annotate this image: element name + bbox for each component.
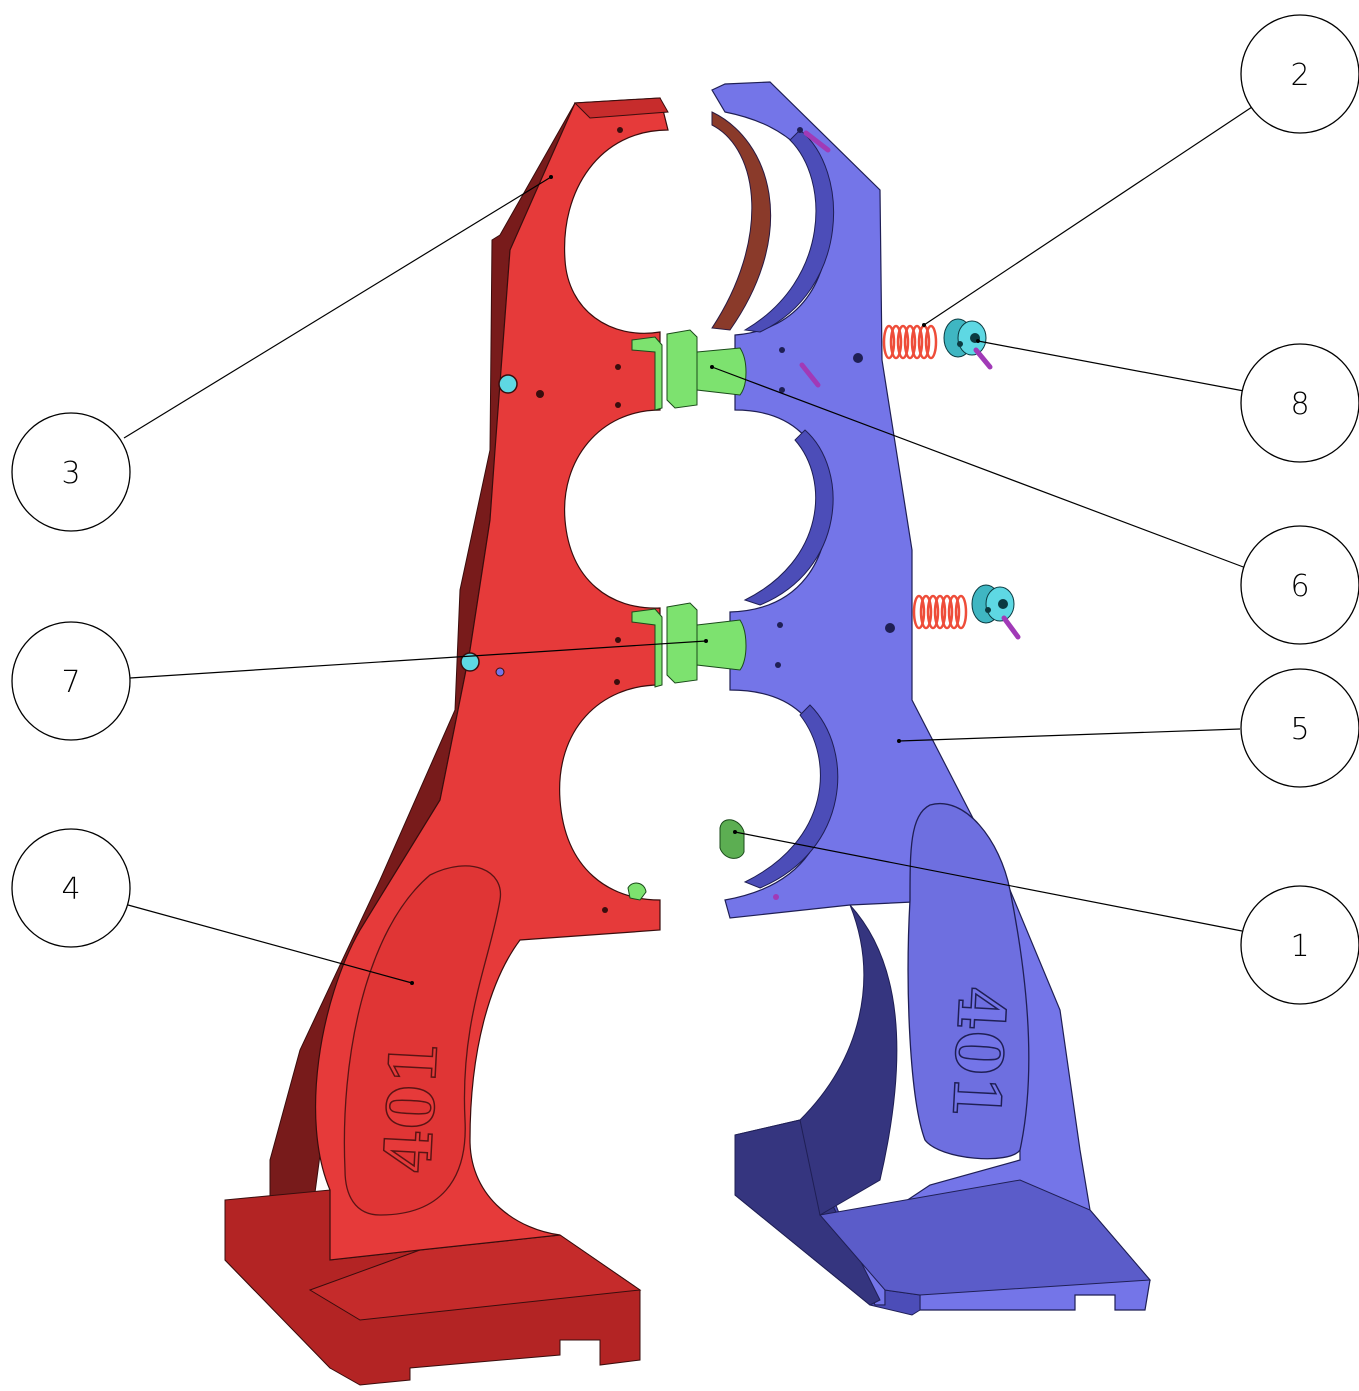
leader-6 (711, 366, 1247, 569)
green-shaft (696, 347, 747, 396)
leader-dots (410, 175, 980, 985)
balloon-2: 2 (1240, 14, 1359, 134)
collar-pin (1001, 615, 1021, 640)
balloon-label: 8 (1290, 387, 1309, 422)
blue-liner-arc (743, 129, 835, 333)
balloon-label: 4 (61, 872, 80, 907)
collar (971, 584, 1015, 624)
balloon-7: 7 (11, 621, 131, 741)
blue-arch-shadow (799, 904, 898, 1216)
blue-hole (777, 622, 783, 628)
blue-engraving-panel (907, 802, 1030, 1160)
balloon-3: 3 (11, 412, 131, 532)
green-block-left (631, 608, 663, 688)
red-engraving-panel (343, 865, 502, 1216)
red-half-part: 401 (224, 97, 669, 1386)
balloon-label: 3 (61, 456, 80, 491)
leader-8 (977, 340, 1245, 392)
blue-hole (885, 623, 895, 633)
green-key (719, 819, 745, 859)
red-top-chamfer (573, 97, 669, 119)
blue-engraving-text: 401 (937, 984, 1019, 1121)
blue-liner-arc (711, 111, 772, 331)
red-hole (615, 364, 621, 370)
red-side-bore (460, 652, 480, 672)
balloon-label: 5 (1290, 712, 1309, 747)
leader-5 (898, 728, 1241, 742)
blue-hole (773, 894, 779, 900)
balloon-1: 1 (1240, 885, 1359, 1005)
blue-hole (779, 347, 785, 353)
red-hole (614, 679, 620, 685)
balloon-4: 4 (11, 828, 131, 948)
blue-hole (797, 127, 803, 133)
blue-liner-arc (743, 704, 839, 889)
red-hole (617, 127, 623, 133)
spring-assembly-upper (882, 318, 993, 370)
balloon-8: 8 (1240, 343, 1359, 463)
balloon-label: 6 (1290, 569, 1309, 604)
collar-pin (973, 347, 993, 370)
green-key-small (627, 882, 647, 901)
blue-half-part: 401 (711, 81, 1152, 1316)
spring-assembly-lower (912, 584, 1021, 640)
red-hole (495, 667, 505, 677)
green-block-left (631, 336, 663, 411)
red-hole (536, 390, 544, 398)
blue-pin (799, 362, 821, 388)
balloon-label: 2 (1290, 58, 1309, 93)
green-shaft (696, 619, 747, 671)
red-engraving-text: 401 (371, 1039, 453, 1176)
red-side-bore (498, 374, 518, 394)
spring (912, 594, 968, 630)
balloon-label: 1 (1290, 929, 1309, 964)
leader-4 (127, 904, 413, 984)
collar (943, 318, 987, 358)
leader-1 (734, 831, 1243, 932)
spring (882, 324, 938, 360)
leader-2 (923, 106, 1253, 326)
blue-hole (775, 662, 781, 668)
blue-base-top (819, 1179, 1152, 1296)
blue-hole (853, 353, 863, 363)
green-block (666, 329, 698, 409)
leader-7 (129, 640, 707, 679)
balloon-6: 6 (1240, 525, 1359, 645)
balloon-5: 5 (1240, 668, 1359, 788)
balloon-label: 7 (61, 665, 80, 700)
red-hole (615, 637, 621, 643)
red-hole (615, 402, 621, 408)
leader-lines (123, 106, 1253, 984)
leader-3 (123, 176, 552, 439)
blue-pin (803, 130, 831, 153)
blue-half-face (711, 81, 1151, 1311)
blue-liner-arc (743, 429, 834, 606)
green-parts (627, 329, 747, 901)
blue-hole (779, 387, 785, 393)
red-hole (602, 907, 608, 913)
